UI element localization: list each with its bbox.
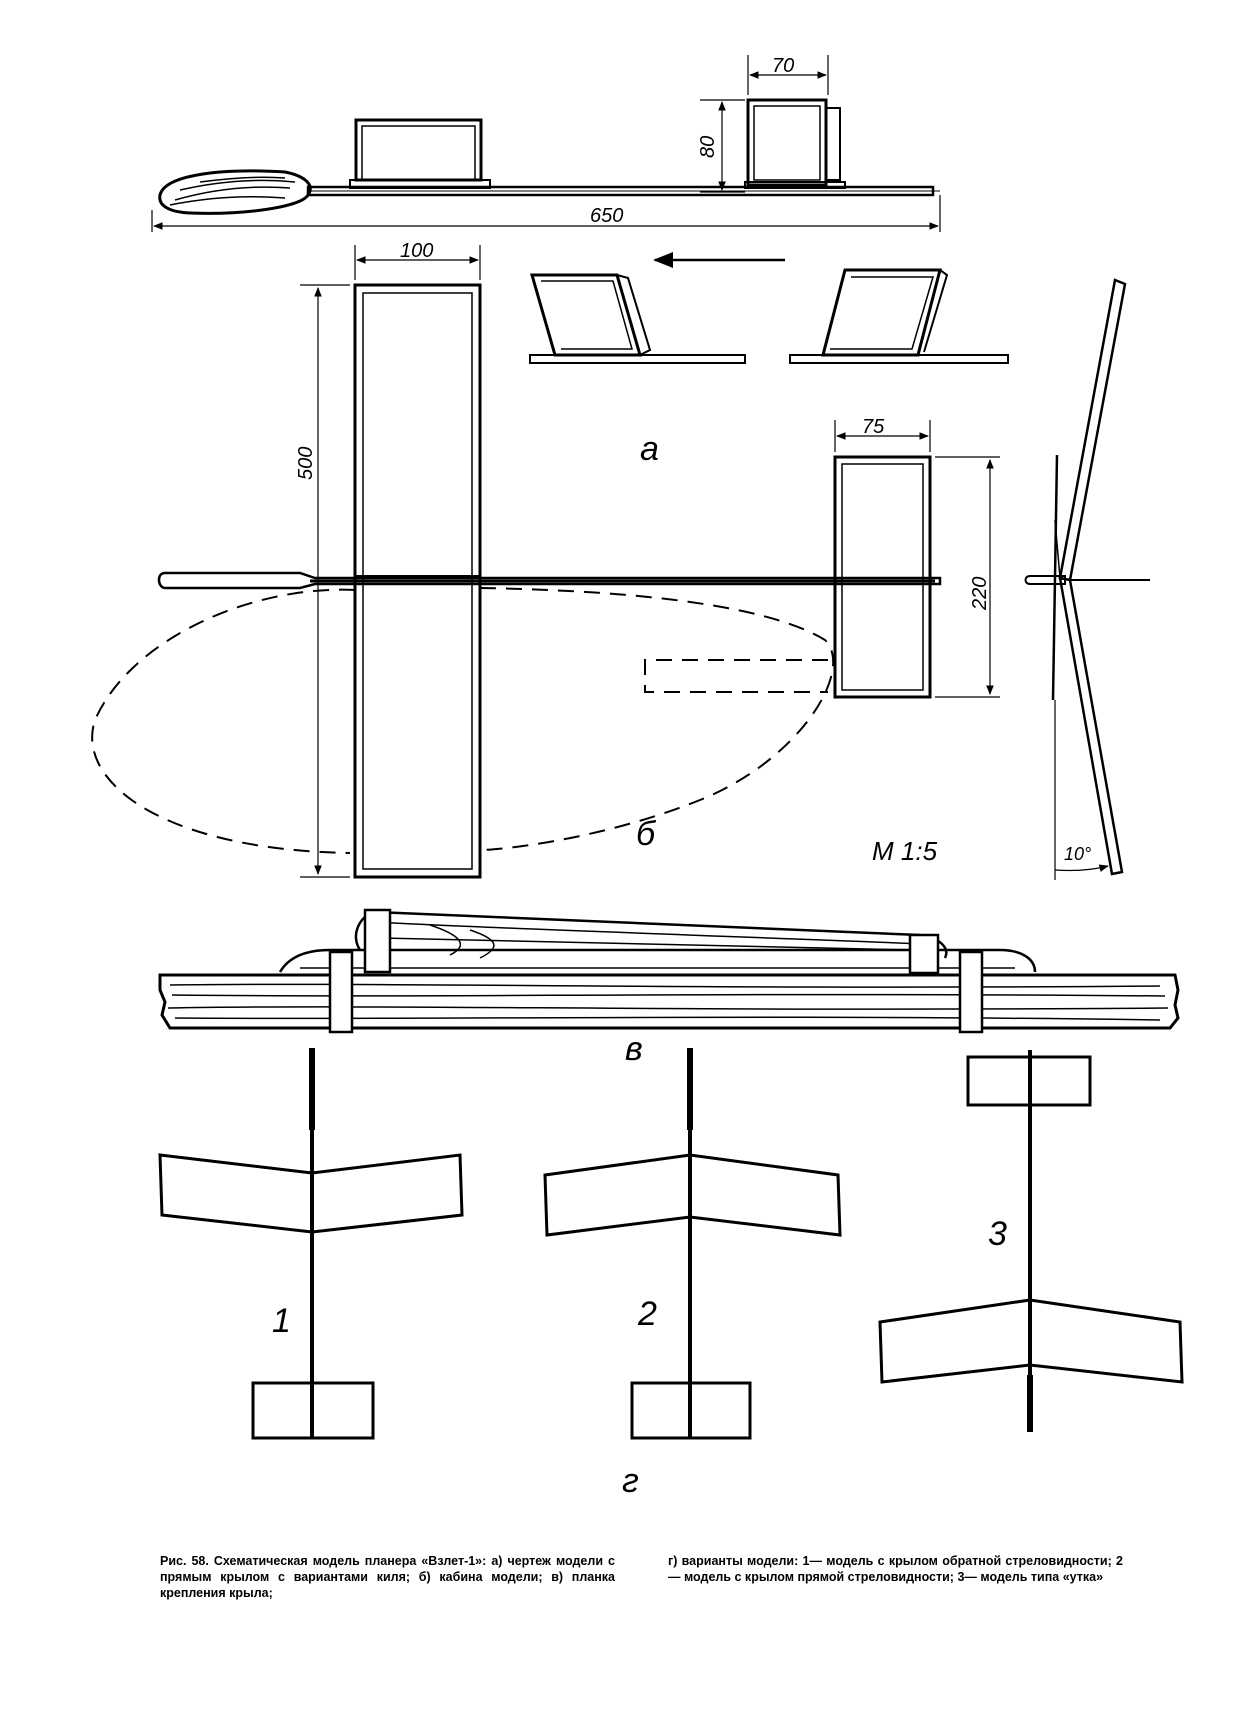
variant-3-model: [878, 1050, 1184, 1432]
top-view-dims: [300, 245, 1000, 878]
top-view: [91, 283, 942, 879]
dim-dihedral: 10°: [1064, 844, 1091, 864]
dim-stab-span: 220: [969, 577, 991, 611]
label-a: а: [640, 430, 659, 468]
dihedral-angle: [1054, 700, 1109, 880]
wing-plan: [353, 283, 482, 879]
label-b: б: [636, 815, 657, 853]
scale-label: М 1:5: [872, 836, 938, 866]
top-fuselage: [157, 571, 942, 590]
label-g: г: [622, 1462, 639, 1500]
wing-mount-plank: [158, 908, 1180, 1034]
front-view: [1024, 278, 1150, 876]
dim-overall-length: 650: [590, 205, 623, 227]
dim-wing-span: 500: [295, 447, 317, 480]
side-fin: [744, 98, 846, 189]
fin-variants: [529, 252, 1009, 364]
cabin-outline: [91, 587, 835, 854]
label-variant-3: 3: [988, 1215, 1007, 1253]
side-view: [158, 98, 940, 215]
fin-variant-2: [789, 268, 1009, 364]
variant-1-model: [158, 1048, 464, 1440]
label-variant-2: 2: [637, 1295, 657, 1333]
label-v: в: [625, 1030, 643, 1068]
dim-fin-width: 70: [772, 55, 794, 77]
stabilizer-plan: [833, 455, 932, 699]
dim-wing-chord: 100: [400, 240, 433, 262]
dim-fin-height: 80: [697, 136, 719, 158]
side-view-dims: [151, 55, 941, 232]
nose-weight: [158, 169, 312, 215]
label-variant-1: 1: [272, 1302, 291, 1340]
side-wing-mount: [349, 118, 491, 189]
fin-variant-1: [529, 273, 746, 364]
figure-caption-left: Рис. 58. Схематическая модель планера «В…: [160, 1554, 615, 1600]
figure-caption-right: г) варианты модели: 1— модель с крылом о…: [668, 1554, 1123, 1584]
variant-2-model: [543, 1048, 842, 1440]
dim-stab-chord: 75: [862, 416, 885, 438]
